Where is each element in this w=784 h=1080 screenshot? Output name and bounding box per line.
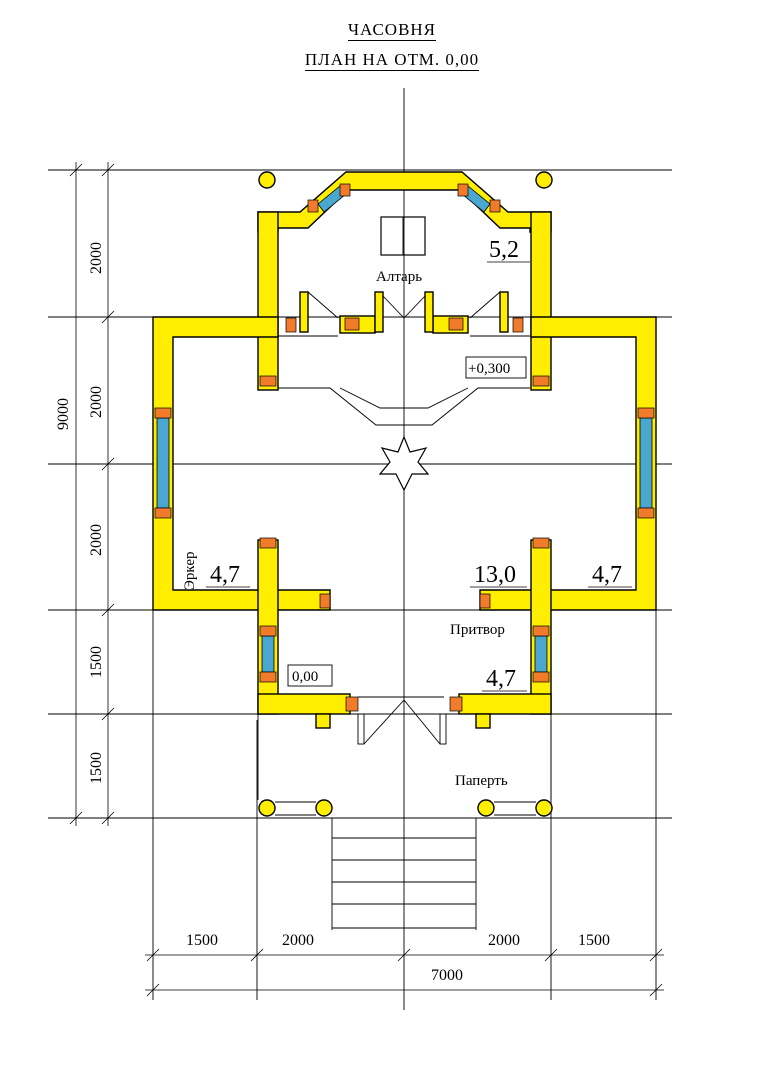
- level-mark-altar: +0,300: [468, 361, 510, 377]
- dim-vertical-4: 1500: [88, 646, 105, 678]
- dim-total-horizontal: 7000: [431, 967, 463, 984]
- room-label-paperst: Паперть: [455, 773, 508, 789]
- dim-horizontal-4: 1500: [578, 932, 610, 949]
- dim-horizontal-3: 2000: [488, 932, 520, 949]
- dim-vertical-2: 2000: [88, 386, 105, 418]
- dim-horizontal-2: 2000: [282, 932, 314, 949]
- dim-vertical-1: 2000: [88, 242, 105, 274]
- room-label-pritvor: Притвор: [450, 622, 505, 638]
- dim-vertical-5: 1500: [88, 752, 105, 784]
- dim-vertical-3: 2000: [88, 524, 105, 556]
- interior-lines: [257, 216, 552, 930]
- room-area-altar: 5,2: [489, 237, 519, 263]
- room-area-erker-right: 4,7: [592, 562, 622, 588]
- plan-title: ЧАСОВНЯ: [347, 20, 437, 41]
- dim-horizontal-1: 1500: [186, 932, 218, 949]
- grid-lines: [48, 88, 672, 1010]
- level-mark-floor: 0,00: [292, 669, 318, 685]
- dim-total-vertical: 9000: [55, 398, 72, 430]
- plan-subtitle: ПЛАН НА ОТМ. 0,00: [304, 50, 480, 71]
- windows: [154, 183, 655, 712]
- room-label-erker: Эркер: [182, 552, 198, 590]
- room-area-erker-left: 4,7: [210, 562, 240, 588]
- room-area-pritvor: 4,7: [486, 666, 516, 692]
- room-area-nave: 13,0: [474, 562, 516, 588]
- room-label-altar: Алтарь: [376, 269, 422, 285]
- vertical-dimensions: [69, 162, 115, 826]
- horizontal-dimensions: [145, 948, 664, 997]
